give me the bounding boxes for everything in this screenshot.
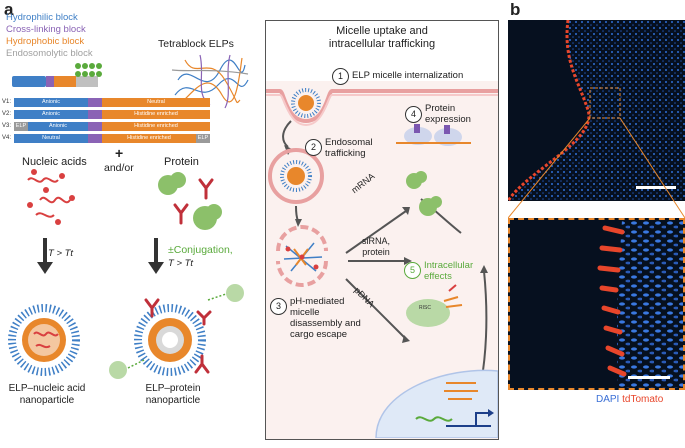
chain-crosslink-segment — [46, 76, 54, 87]
step-4-line1: Protein — [425, 103, 456, 114]
step-2-line1: Endosomal — [325, 137, 373, 148]
microscopy-top — [508, 20, 685, 201]
v3-seg-crosslink — [88, 122, 102, 131]
charge-beads-icon — [75, 63, 102, 77]
v4-seg-neutral: Neutral — [14, 134, 88, 143]
microscopy-top-image — [508, 20, 685, 201]
box-title: Micelle uptake and intracellular traffic… — [320, 25, 444, 51]
step-4-text: Protein expression — [425, 103, 471, 125]
step-3-number: 3 — [270, 298, 287, 315]
temperature-condition-right: T > Tt — [168, 258, 194, 269]
legend-hydrophobic: Hydrophobic block — [6, 36, 85, 47]
legend-hydrophilic: Hydrophilic block — [6, 12, 78, 23]
v2-seg-histidine: Histidine enriched — [102, 110, 210, 119]
step-4-line2: expression — [425, 114, 471, 125]
scale-bar-top — [636, 186, 676, 189]
v3-seg-elp: ELP — [14, 122, 28, 131]
risc-text: RISC — [419, 305, 431, 311]
np-left-line1: ELP–nucleic acid — [8, 383, 86, 394]
np-right-label: ELP–protein nanoparticle — [128, 383, 218, 407]
protein-blobs — [158, 172, 222, 230]
block-legend: Hydrophilic block Cross-linking block Hy… — [6, 12, 93, 60]
tdtomato-label: tdTomato — [622, 394, 664, 405]
down-arrows — [37, 238, 164, 274]
step-5-line2: effects — [424, 271, 452, 282]
step-2-line2: trafficking — [325, 148, 366, 159]
chain-endosomolytic-segment — [76, 76, 98, 87]
variant-v2-label: V2: — [2, 111, 12, 117]
tetrablock-title: Tetrablock ELPs — [158, 38, 234, 50]
box-title-line2: intracellular trafficking — [328, 38, 436, 50]
and-or-label: and/or — [104, 162, 134, 174]
variant-v3-label: V3: — [2, 123, 12, 129]
step-3-line1: pH-mediated — [290, 296, 345, 307]
step-5-number: 5 — [404, 262, 421, 279]
step-1-text: ELP micelle internalization — [352, 70, 464, 81]
scale-bar-zoom — [628, 376, 670, 379]
v1-seg-neutral: Neutral — [102, 98, 210, 107]
trafficking-box-header — [266, 21, 498, 81]
v1-seg-anionic: Anionic — [14, 98, 88, 107]
np-right-line1: ELP–protein — [145, 383, 201, 394]
np-left-label: ELP–nucleic acid nanoparticle — [2, 383, 92, 407]
v4-seg-crosslink — [88, 134, 102, 143]
chain-hydrophilic-segment — [12, 76, 46, 87]
v4-seg-elp: ELP — [196, 134, 210, 143]
step-5-line1: Intracellular — [424, 260, 474, 271]
tetrablock-mesh-illustration — [171, 54, 249, 109]
step-3-line2: micelle — [290, 307, 320, 318]
step-3-line3: disassembly and — [290, 318, 361, 329]
v2-seg-anionic: Anionic — [14, 110, 88, 119]
v3-seg-histidine: Histidine enriched — [102, 122, 210, 131]
left-illustrations — [8, 169, 244, 379]
variant-v1-label: V1: — [2, 99, 12, 105]
step-5-text: Intracellular effects — [424, 260, 473, 282]
plus-sign: + — [115, 145, 124, 161]
step-3-text: pH-mediated micelle disassembly and carg… — [290, 296, 361, 340]
np-left-line2: nanoparticle — [19, 395, 75, 406]
v3-seg-anionic: Anionic — [28, 122, 88, 131]
antibody-icons — [173, 178, 214, 225]
dapi-label: DAPI — [596, 394, 620, 405]
step-3-line4: cargo escape — [290, 329, 348, 340]
panel-letter-a: a — [4, 0, 14, 19]
sirna-protein-label: siRNA, protein — [362, 236, 390, 258]
sirna-label: siRNA, — [362, 236, 391, 246]
step-1-number: 1 — [332, 68, 349, 85]
variant-v4-label: V4: — [2, 135, 12, 141]
conjugation-label: ±Conjugation, — [168, 244, 233, 256]
box-title-line1: Micelle uptake and — [336, 25, 428, 37]
trafficking-illustration: RISC — [266, 88, 498, 438]
temperature-condition-left: T > Tt — [48, 248, 74, 259]
microscopy-zoom — [508, 218, 685, 390]
microscopy-legend: DAPI tdTomato — [596, 394, 663, 405]
zoom-connector-lines — [508, 117, 685, 219]
protein-nanoparticle — [109, 284, 244, 379]
v4-seg-histidine: Histidine enriched — [102, 134, 196, 143]
panel-letter-b: b — [510, 0, 521, 19]
step-4-number: 4 — [405, 106, 422, 123]
np-right-line2: nanoparticle — [145, 395, 201, 406]
nucleic-acids-label: Nucleic acids — [22, 156, 87, 168]
nucleic-acid-strands — [27, 177, 71, 218]
step-2-text: Endosomal trafficking — [325, 137, 373, 159]
legend-endosomolytic: Endosomolytic block — [6, 48, 93, 59]
v1-seg-crosslink — [88, 98, 102, 107]
nucleic-acid-nanoparticle — [8, 304, 80, 376]
protein-label: Protein — [164, 156, 199, 168]
step-2-number: 2 — [305, 139, 322, 156]
protein-arrow-label: protein — [362, 247, 390, 257]
chain-hydrophobic-segment — [54, 76, 76, 87]
v2-seg-crosslink — [88, 110, 102, 119]
microscopy-zoom-image — [597, 220, 683, 388]
legend-cross-linking: Cross-linking block — [6, 24, 86, 35]
